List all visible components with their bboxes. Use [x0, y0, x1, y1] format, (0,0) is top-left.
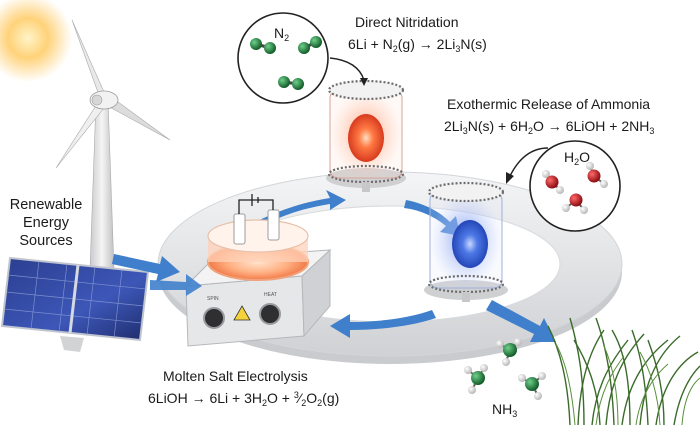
electrolysis-equation: 6LiOH → 6Li + 3H2O + 3⁄2O2(g)	[148, 390, 340, 408]
electrolysis-hotplate	[184, 194, 332, 347]
sun-icon	[0, 0, 72, 82]
energy-input-arrows	[112, 254, 202, 296]
nitridation-title: Direct Nitridation	[355, 14, 459, 30]
ammonia-label: NH3	[492, 401, 518, 419]
solar-panel-icon	[0, 256, 150, 352]
sources-line-1: Renewable	[9, 197, 83, 213]
release-title: Exothermic Release of Ammonia	[447, 96, 651, 112]
heat-knob-icon	[259, 303, 281, 325]
release-equation: 2Li3N(s) + 6H2O → 6LiOH + 2NH3	[444, 118, 655, 136]
sources-line-2: Energy	[23, 215, 69, 231]
ammonia-reactor	[424, 181, 508, 302]
nitrogen-bubble	[237, 12, 329, 104]
warning-icon	[233, 305, 251, 321]
spin-label: SPIN	[207, 296, 219, 302]
water-bubble	[529, 140, 621, 232]
spin-knob-icon	[203, 307, 225, 329]
ammonia-output-arrow	[486, 300, 556, 342]
wind-turbine-icon	[55, 19, 171, 271]
electrolysis-title: Molten Salt Electrolysis	[163, 368, 308, 384]
nitridation-reactor	[326, 79, 406, 192]
crop-plants-icon	[547, 317, 700, 426]
heat-label: HEAT	[264, 292, 277, 298]
ammonia-molecules	[464, 338, 546, 400]
nitridation-equation: 6Li + N2(g) → 2Li3N(s)	[348, 36, 487, 54]
water-bubble-label: H2O	[564, 149, 591, 167]
sources-line-3: Sources	[19, 233, 73, 249]
renewable-sources-label: Renewable Energy Sources	[4, 196, 88, 250]
nitrogen-bubble-label: N2	[274, 25, 290, 43]
